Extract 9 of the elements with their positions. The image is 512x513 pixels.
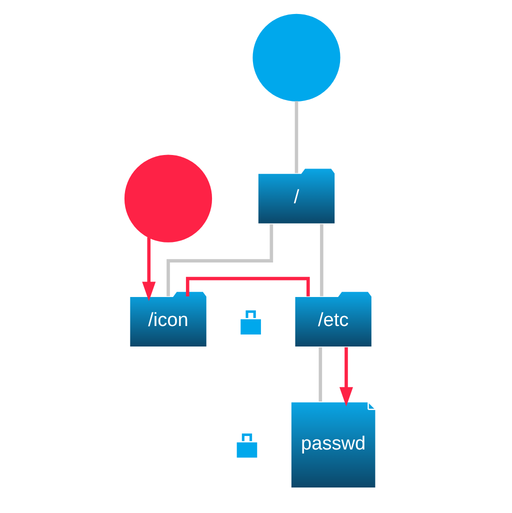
node-circle: [124, 154, 212, 242]
connector: [166, 224, 273, 296]
arrow: [142, 236, 156, 301]
connector: [318, 346, 322, 401]
connector: [185, 276, 310, 296]
node-circle: [252, 13, 340, 101]
connector: [320, 224, 323, 296]
arrow: [338, 346, 352, 406]
connector: [294, 100, 298, 173]
